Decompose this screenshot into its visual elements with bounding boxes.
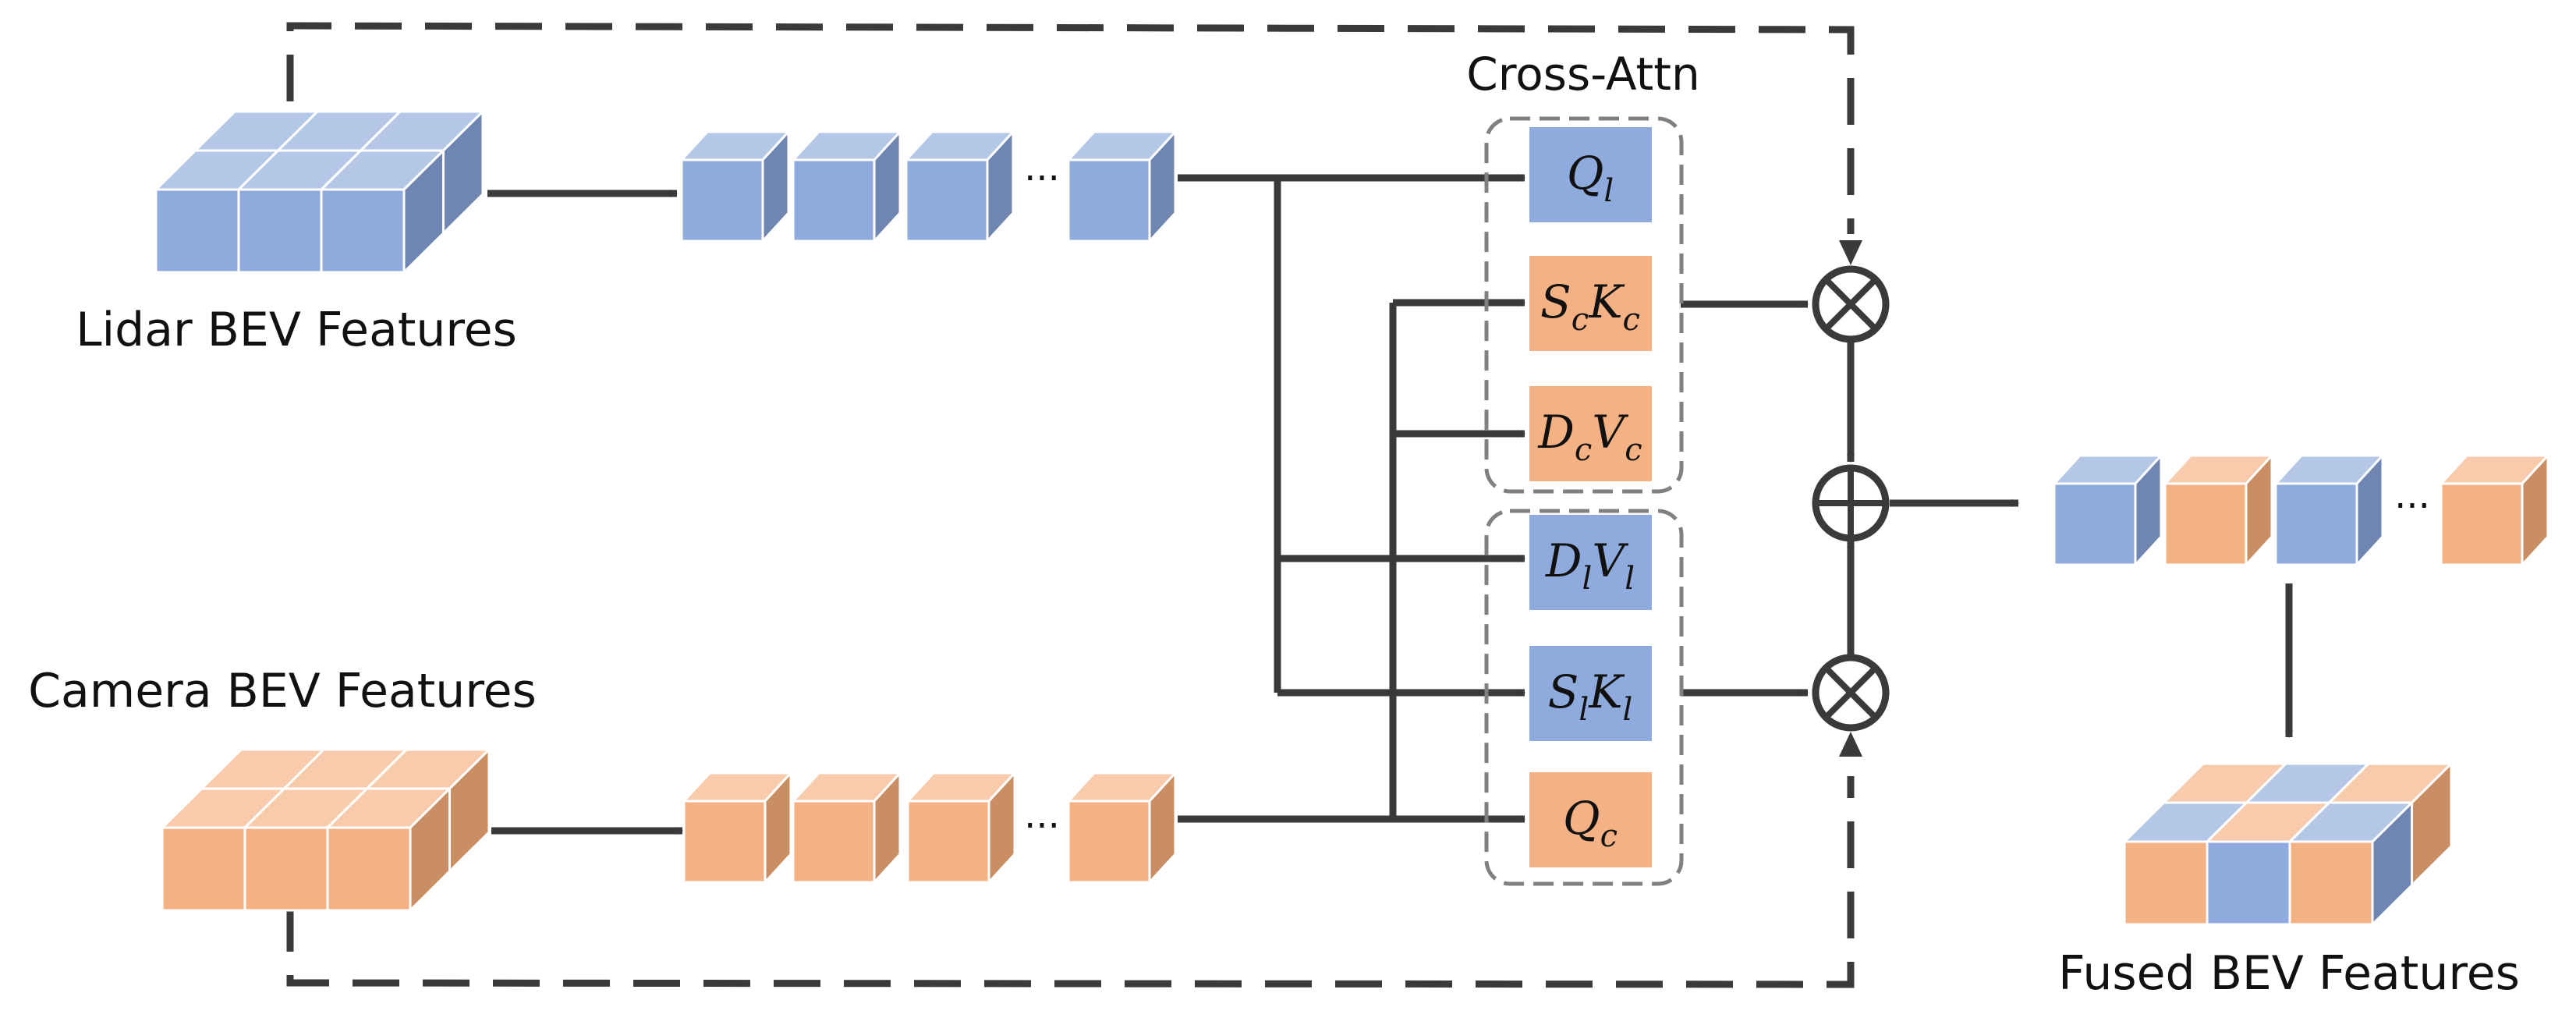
svg-text:Qc: Qc: [1563, 792, 1618, 854]
camera-token-3: [1067, 771, 1177, 884]
lidar-grid-front-cell: [154, 188, 240, 274]
attention-box-q-lidar: Ql: [1529, 127, 1652, 222]
fused-grid-side-cell: [2411, 762, 2453, 887]
fused-grid-front-cell: [2123, 840, 2209, 926]
attention-box-sk-lidar: SlKl: [1529, 646, 1652, 741]
multiply-operator-bottom: [1812, 654, 1890, 732]
svg-text:DcVc: DcVc: [1537, 406, 1642, 468]
fused-token-3: [2440, 454, 2549, 566]
dashed-arrow-tip-bottom: [1839, 732, 1862, 757]
cross-attn-label: Cross-Attn: [1466, 48, 1700, 101]
outer-dashed-connector-top: [286, 22, 1855, 234]
camera-token-1: [792, 771, 902, 884]
attention-box-q-camera: Qc: [1529, 772, 1652, 867]
fused-grid-front-cell: [2288, 840, 2374, 926]
lidar-grid-side-cell: [442, 110, 484, 235]
camera-token-2: [906, 771, 1016, 884]
fused-bev-grid: [2123, 762, 2453, 926]
multiply-operator-top: [1812, 265, 1890, 343]
outer-dashed-connector-bottom: [286, 776, 1855, 988]
camera-grid-side-cell: [448, 748, 491, 873]
camera-token-ellipsis: ···: [1024, 804, 1060, 848]
fused-token-ellipsis: ···: [2394, 484, 2430, 528]
camera-token-row: [682, 771, 1177, 884]
camera-grid-front-cell: [243, 826, 329, 912]
lidar-token-0: [680, 130, 790, 243]
attention-box-dv-lidar: DlVl: [1529, 515, 1652, 610]
camera-grid-front-cell: [161, 826, 246, 912]
svg-text:ScKc: ScKc: [1540, 275, 1640, 338]
svg-text:Ql: Ql: [1567, 147, 1614, 209]
fused-bev-label: Fused BEV Features: [2058, 946, 2520, 1001]
lidar-token-3: [1067, 130, 1177, 243]
cross-attn-group-top: [1484, 116, 1684, 494]
connection-lines: [487, 174, 2293, 835]
svg-text:DlVl: DlVl: [1545, 534, 1635, 597]
camera-bev-label: Camera BEV Features: [28, 664, 537, 718]
add-operator: [1812, 464, 1890, 542]
attention-box-sk-camera: ScKc: [1529, 256, 1652, 351]
fused-token-row: [2053, 454, 2549, 566]
dashed-arrow-tip-top: [1839, 240, 1862, 265]
cross-attn-group-bottom: [1484, 509, 1684, 886]
lidar-bev-label: Lidar BEV Features: [76, 303, 517, 357]
svg-text:SlKl: SlKl: [1548, 665, 1633, 728]
lidar-grid-front-cell: [237, 188, 323, 274]
lidar-token-row: [680, 130, 1177, 243]
camera-grid-front-cell: [326, 826, 412, 912]
attention-box-dv-camera: DcVc: [1529, 386, 1652, 481]
lidar-token-2: [905, 130, 1015, 243]
camera-token-0: [682, 771, 792, 884]
lidar-grid-front-cell: [320, 188, 406, 274]
lidar-token-ellipsis: ···: [1024, 157, 1060, 200]
lidar-bev-grid: [154, 110, 484, 274]
fused-token-2: [2274, 454, 2384, 566]
fused-token-1: [2163, 454, 2273, 566]
lidar-token-1: [792, 130, 902, 243]
fused-grid-front-cell: [2206, 840, 2291, 926]
fused-token-0: [2053, 454, 2163, 566]
camera-bev-grid: [161, 748, 491, 912]
